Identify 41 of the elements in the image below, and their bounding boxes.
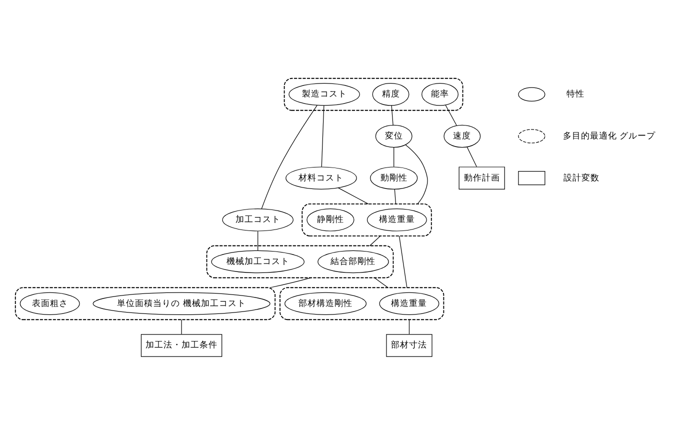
cluster: [302, 202, 432, 236]
node-ellipse: 動剛性: [370, 166, 418, 189]
connector: [181, 318, 182, 334]
connector: [466, 146, 477, 167]
connector: [408, 318, 410, 334]
cluster: [284, 77, 464, 110]
node-box: 動作計画: [458, 166, 505, 189]
cluster: [280, 286, 444, 320]
connector: [338, 187, 369, 204]
node-ellipse: 製造コスト: [288, 82, 360, 106]
node-ellipse: 表面粗さ: [20, 292, 80, 314]
connector: [398, 235, 408, 288]
connector: [445, 104, 457, 126]
connector: [374, 276, 388, 288]
connector: [270, 276, 312, 288]
node-ellipse: 構造重量: [366, 208, 427, 231]
node-ellipse: 機械加工コスト: [211, 250, 304, 273]
cluster: [14, 286, 276, 320]
connector: [394, 188, 396, 204]
node-ellipse: 静剛性: [306, 208, 354, 231]
node-ellipse: 部材構造剛性: [284, 292, 367, 314]
node-ellipse: 精度: [372, 82, 410, 106]
cluster: [206, 244, 394, 278]
connector: [405, 144, 428, 204]
node-ellipse: 材料コスト: [286, 166, 357, 189]
legend-label: 特性: [566, 89, 584, 100]
legend-label: 多目的最適化 グループ: [562, 131, 656, 142]
connector: [261, 104, 318, 209]
node-ellipse: 単位面積当りの 機械加工コスト: [92, 292, 270, 314]
legend-label: 設計変数: [564, 172, 600, 183]
connector: [391, 104, 394, 125]
node-ellipse: 結合部剛性: [318, 250, 389, 273]
node-ellipse: 加工コスト: [222, 208, 294, 231]
node-ellipse: 変位: [375, 124, 412, 148]
connector: [369, 235, 381, 246]
node-ellipse: 構造重量: [379, 292, 440, 314]
node-box: 部材寸法: [386, 334, 432, 356]
node-ellipse: 能率: [422, 82, 458, 106]
node-box: 加工法・加工条件: [140, 334, 222, 356]
connector: [321, 104, 324, 167]
node-ellipse: 速度: [444, 124, 481, 148]
